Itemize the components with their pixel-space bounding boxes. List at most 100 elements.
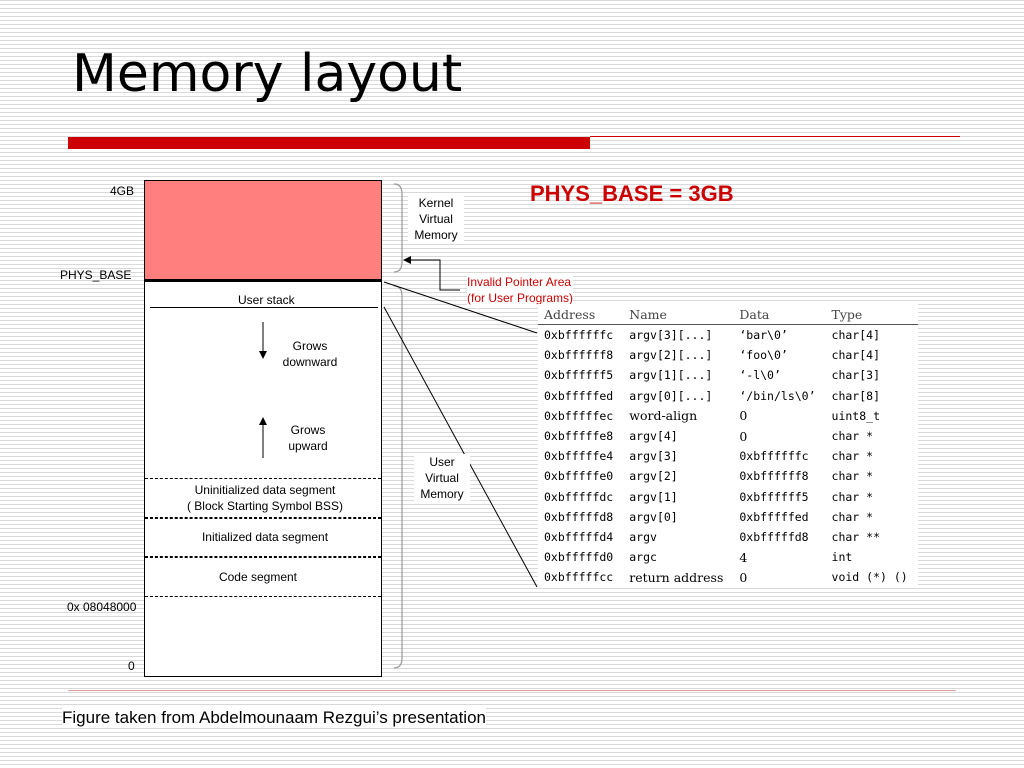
kernel-label-line-3: Memory <box>414 228 458 242</box>
cell-type: char[4] <box>831 348 880 363</box>
user-label-line-3: Memory <box>420 487 464 501</box>
cell-name: argv[4] <box>629 429 678 444</box>
figure-caption: Figure taken from Abdelmounaam Rezgui’s … <box>62 708 486 728</box>
kernel-brace <box>393 183 403 273</box>
cell-address: 0xbfffffe4 <box>544 449 614 464</box>
bss-segment-label: Uninitialized data segment ( Block Start… <box>150 482 380 514</box>
phys-base-boundary <box>144 279 382 282</box>
cell-address: 0xbfffffe0 <box>544 469 614 484</box>
kernel-memory-region <box>144 180 382 280</box>
cell-address: 0xbfffffdc <box>544 489 614 504</box>
cell-type: char * <box>831 509 874 524</box>
cell-name: word-align <box>629 408 698 424</box>
cell-name: argv[3] <box>629 449 678 464</box>
invalid-pointer-area-label: Invalid Pointer Area (for User Programs) <box>467 274 574 306</box>
table-row: 0xbfffffed argv[0][...] ‘/bin/ls\0’ char[8] <box>538 386 918 406</box>
cell-address: 0xbffffff5 <box>544 368 614 383</box>
grows-upward-line-1: Grows <box>290 423 326 437</box>
cell-data: 0 <box>739 428 748 444</box>
user-label-line-1: User <box>429 455 455 469</box>
cell-address: 0xbfffffd0 <box>544 550 614 565</box>
cell-type: char[8] <box>831 388 880 403</box>
cell-type: void (*) () <box>831 570 908 585</box>
address-label-code-start: 0x 08048000 <box>67 600 137 614</box>
grows-upward-label: Grows upward <box>268 422 348 454</box>
table-row: 0xbfffffec word-align 0 uint8_t <box>538 406 918 426</box>
stack-layout-table: Address Name Data Type 0xbffffffc argv[3]… <box>538 304 918 588</box>
bss-segment-line-1: Uninitialized data segment <box>194 483 336 497</box>
cell-name: argv[1] <box>629 489 678 504</box>
cell-data: 0xbffffff5 <box>739 489 809 504</box>
column-header-name: Name <box>623 304 734 325</box>
user-brace <box>393 285 403 669</box>
cell-data: 0 <box>739 569 748 585</box>
table-header-row: Address Name Data Type <box>538 304 918 325</box>
column-header-data: Data <box>733 304 826 325</box>
grows-downward-line-2: downward <box>282 355 338 369</box>
grows-downward-label: Grows downward <box>268 338 352 370</box>
table-row: 0xbfffffd0 argc 4 int <box>538 547 918 567</box>
invalid-area-line-1: Invalid Pointer Area <box>467 275 572 289</box>
address-label-zero: 0 <box>128 659 135 673</box>
data-segment-label: Initialized data segment <box>201 530 329 544</box>
zoom-line-top <box>383 281 538 334</box>
cell-address: 0xbfffffed <box>544 388 614 403</box>
data-segment <box>145 518 381 557</box>
cell-data: 0 <box>739 408 748 424</box>
grows-downward-line-1: Grows <box>292 339 328 353</box>
kernel-label-line-2: Virtual <box>419 212 453 226</box>
bss-segment <box>145 478 381 518</box>
code-segment <box>145 557 381 597</box>
cell-address: 0xbfffffd8 <box>544 509 614 524</box>
table-row: 0xbffffff8 argv[2][...] ‘foo\0’ char[4] <box>538 345 918 365</box>
table-row: 0xbfffffdc argv[1] 0xbffffff5 char * <box>538 487 918 507</box>
user-label-line-2: Virtual <box>425 471 459 485</box>
cell-data: 4 <box>739 549 748 565</box>
cell-address: 0xbfffffe8 <box>544 429 614 444</box>
title-underline-rule <box>590 136 960 137</box>
cell-address: 0xbffffff8 <box>544 348 614 363</box>
column-header-type: Type <box>825 304 918 325</box>
user-stack-label: User stack <box>238 293 295 307</box>
cell-data: ‘foo\0’ <box>739 348 788 363</box>
cell-address: 0xbfffffcc <box>544 570 614 585</box>
cell-type: char[3] <box>831 368 880 383</box>
cell-address: 0xbffffffc <box>544 328 614 343</box>
bss-segment-line-2: ( Block Starting Symbol BSS) <box>186 499 344 513</box>
cell-type: char * <box>831 469 874 484</box>
cell-type: char * <box>831 489 874 504</box>
code-segment-label: Code segment <box>218 570 298 584</box>
cell-type: char ** <box>831 529 880 544</box>
cell-data: ‘/bin/ls\0’ <box>739 388 816 403</box>
title-underline-bar <box>68 137 590 149</box>
slide-title: Memory layout <box>72 44 463 104</box>
cell-address: 0xbfffffd4 <box>544 529 614 544</box>
column-header-address: Address <box>538 304 624 325</box>
cell-data: 0xbfffffed <box>739 509 809 524</box>
kernel-virtual-memory-label: Kernel Virtual Memory <box>408 195 464 243</box>
cell-name: argv[2][...] <box>629 348 713 363</box>
kernel-label-line-1: Kernel <box>418 196 454 210</box>
cell-type: int <box>831 550 853 565</box>
cell-name: argv[0][...] <box>629 388 713 403</box>
zoom-line-bottom <box>383 306 538 588</box>
cell-data: ‘-l\0’ <box>739 368 781 383</box>
cell-data: ‘bar\0’ <box>739 328 788 343</box>
cell-type: uint8_t <box>831 408 880 423</box>
phys-base-heading: PHYS_BASE = 3GB <box>530 181 734 206</box>
cell-data: 0xbfffffd8 <box>739 529 809 544</box>
cell-name: argc <box>629 550 657 565</box>
footer-rule <box>68 690 956 691</box>
user-stack-top-line <box>150 307 378 308</box>
invalid-area-line-2: (for User Programs) <box>467 291 574 305</box>
cell-address: 0xbfffffec <box>544 408 614 423</box>
cell-type: char[4] <box>831 328 880 343</box>
